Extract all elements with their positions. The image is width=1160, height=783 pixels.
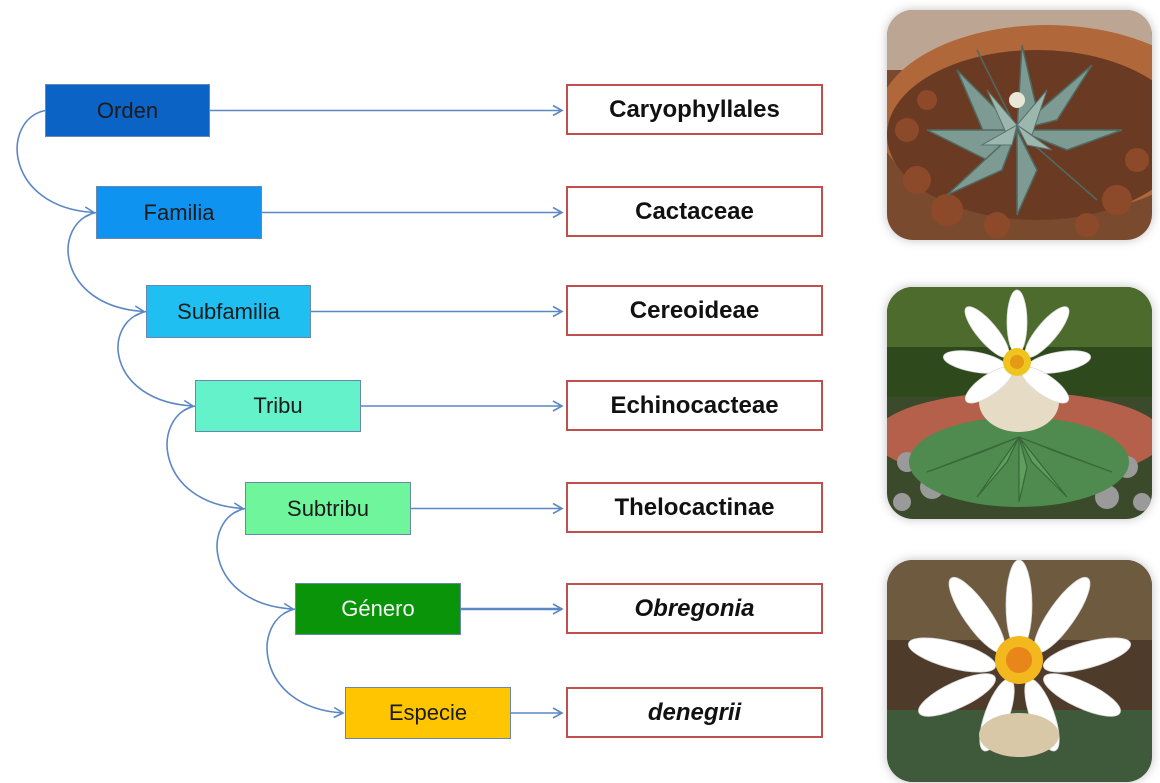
rank-box-5: Género xyxy=(295,583,461,635)
taxon-box-2: Cereoideae xyxy=(566,285,823,336)
taxon-box-6: denegrii xyxy=(566,687,823,738)
flowering-cactus-image xyxy=(887,287,1152,519)
white-flower-image xyxy=(887,560,1152,782)
rank-box-1: Familia xyxy=(96,186,262,239)
rosette-cactus-image xyxy=(887,10,1152,240)
taxon-box-3: Echinocacteae xyxy=(566,380,823,431)
taxon-box-0: Caryophyllales xyxy=(566,84,823,135)
rank-box-6: Especie xyxy=(345,687,511,739)
rank-box-3: Tribu xyxy=(195,380,361,432)
taxon-box-4: Thelocactinae xyxy=(566,482,823,533)
taxon-box-5: Obregonia xyxy=(566,583,823,634)
taxon-box-1: Cactaceae xyxy=(566,186,823,237)
rank-box-0: Orden xyxy=(45,84,210,137)
photo-rosette-cactus xyxy=(887,10,1152,240)
rank-box-2: Subfamilia xyxy=(146,285,311,338)
photo-white-flower xyxy=(887,560,1152,782)
rank-box-4: Subtribu xyxy=(245,482,411,535)
photo-flowering-cactus xyxy=(887,287,1152,519)
